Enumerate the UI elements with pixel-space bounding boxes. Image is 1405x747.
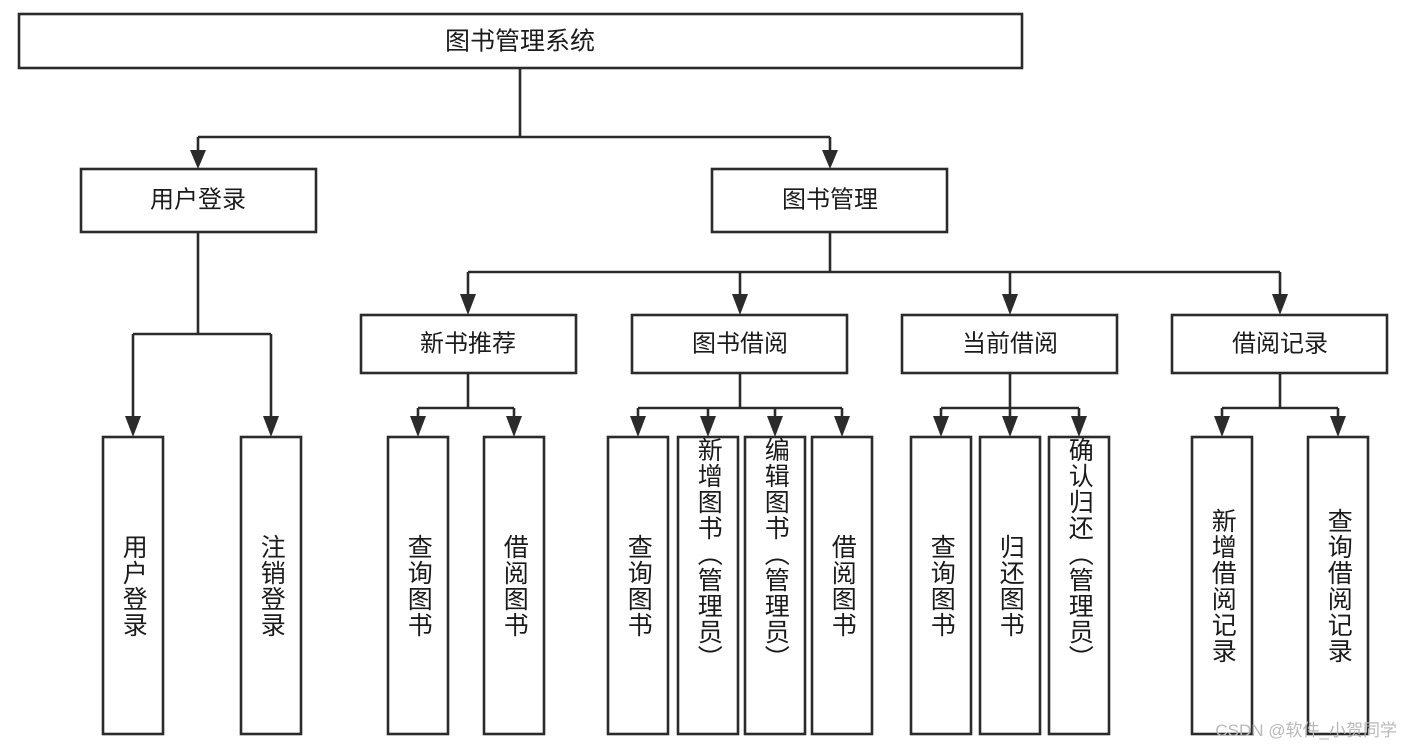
node-book-borrow[interactable]: 图书借阅 [630, 313, 849, 375]
arrowhead-book-management [822, 150, 838, 169]
node-leaf-confirm-return-box[interactable] [1047, 435, 1111, 736]
arrowhead-book-borrow [732, 294, 748, 315]
connectors-new-book-recommend-to-leaves [410, 373, 522, 437]
node-leaf-query-book-2-box[interactable] [606, 435, 670, 736]
node-leaf-add-book-box[interactable] [676, 435, 740, 736]
node-current-borrow[interactable]: 当前借阅 [900, 313, 1119, 375]
connectors-user-login-to-leaves [125, 232, 279, 437]
arrowhead-leaf-user-login [125, 416, 141, 437]
node-book-management[interactable]: 图书管理 [710, 167, 949, 234]
node-book-borrow-box[interactable] [630, 313, 849, 375]
node-book-management-box[interactable] [710, 167, 949, 234]
arrowhead-borrow-record [1272, 294, 1288, 315]
arrowhead-leaf-query-book-2 [630, 416, 646, 437]
node-book-borrow-label: 图书借阅 [692, 330, 788, 357]
arrowhead-leaf-add-record [1214, 416, 1230, 437]
arrowhead-leaf-query-book-1 [410, 416, 426, 437]
node-leaf-logout-box[interactable] [239, 435, 303, 736]
arrowhead-leaf-query-record [1330, 416, 1346, 437]
node-new-book-recommend-label: 新书推荐 [420, 330, 516, 357]
node-new-book-recommend-box[interactable] [359, 313, 578, 375]
node-leaf-return-book-box[interactable] [978, 435, 1042, 736]
connectors-book-management-to-level3 [460, 232, 1288, 315]
connectors-root-to-level2 [190, 68, 838, 169]
connectors-borrow-record-to-leaves [1214, 373, 1346, 437]
node-new-book-recommend[interactable]: 新书推荐 [359, 313, 578, 375]
node-leaf-borrow-book-2-box[interactable] [810, 435, 874, 736]
connectors-book-borrow-to-leaves [630, 373, 850, 437]
arrowhead-leaf-borrow-book-2 [834, 416, 850, 437]
arrowhead-current-borrow [1002, 294, 1018, 315]
arrowhead-leaf-logout [263, 416, 279, 437]
connectors-current-borrow-to-leaves [933, 373, 1087, 437]
node-leaf-edit-book-box[interactable] [743, 435, 807, 736]
arrowhead-leaf-return-book [1002, 416, 1018, 437]
node-leaf-borrow-book-1-box[interactable] [482, 435, 546, 736]
node-borrow-record-label: 借阅记录 [1232, 330, 1328, 357]
node-user-login[interactable]: 用户登录 [79, 167, 318, 234]
node-borrow-record[interactable]: 借阅记录 [1170, 313, 1389, 375]
node-leaf-query-book-3-box[interactable] [909, 435, 973, 736]
arrowhead-user-login [190, 150, 206, 169]
leaf-boxes [101, 435, 1370, 736]
arrowhead-leaf-add-book [700, 416, 716, 437]
node-current-borrow-label: 当前借阅 [962, 330, 1058, 357]
node-book-management-label: 图书管理 [782, 186, 878, 213]
node-current-borrow-box[interactable] [900, 313, 1119, 375]
node-user-login-box[interactable] [79, 167, 318, 234]
arrowhead-new-book-recommend [460, 294, 476, 315]
arrowhead-leaf-confirm-return [1071, 416, 1087, 437]
node-root-box[interactable] [17, 12, 1024, 70]
node-root[interactable]: 图书管理系统 [17, 12, 1024, 70]
node-leaf-query-record-box[interactable] [1306, 435, 1370, 736]
node-root-label: 图书管理系统 [445, 28, 595, 56]
node-leaf-user-login-box[interactable] [101, 435, 165, 736]
node-borrow-record-box[interactable] [1170, 313, 1389, 375]
node-leaf-add-record-box[interactable] [1190, 435, 1254, 736]
arrowhead-leaf-borrow-book-1 [506, 416, 522, 437]
arrowhead-leaf-query-book-3 [933, 416, 949, 437]
node-leaf-query-book-1-box[interactable] [386, 435, 450, 736]
node-user-login-label: 用户登录 [150, 186, 246, 213]
arrowhead-leaf-edit-book [767, 416, 783, 437]
